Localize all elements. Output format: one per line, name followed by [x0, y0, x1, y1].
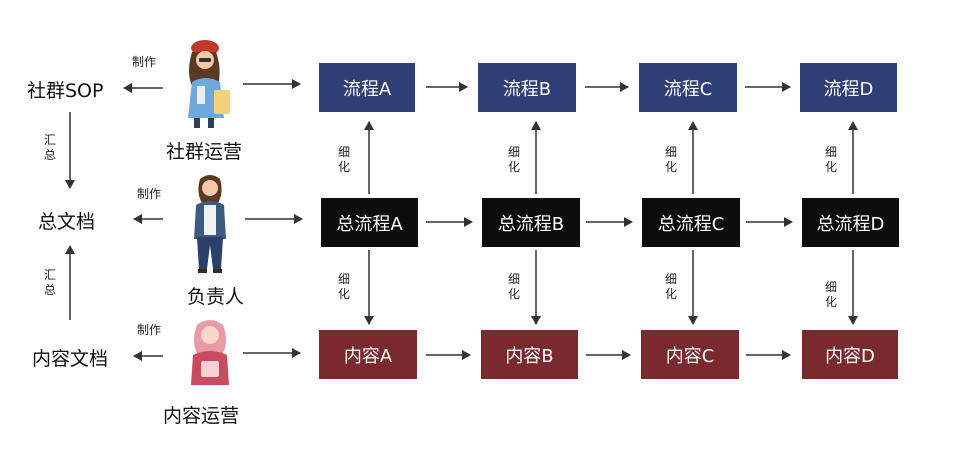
process-box-a: 流程A: [319, 63, 415, 112]
content-ops-label: 内容运营: [163, 405, 240, 427]
content-doc-label: 内容文档: [32, 348, 109, 370]
total-process-box-a: 总流程A: [321, 198, 418, 247]
refine-label-up-c: 细化: [664, 145, 677, 174]
make-label-content: 制作: [137, 323, 162, 337]
refine-label-down-a: 细化: [337, 272, 350, 301]
total-process-box-b: 总流程B: [482, 198, 580, 247]
refine-label-up-d: 细化: [824, 145, 837, 174]
total-doc-label: 总文档: [38, 211, 96, 233]
community-ops-person-icon: [188, 40, 230, 128]
summarize-label-top: 汇总: [43, 133, 56, 162]
process-box-c: 流程C: [639, 63, 737, 112]
content-box-c: 内容C: [641, 330, 739, 379]
content-box-a: 内容A: [319, 330, 417, 379]
refine-label-down-b: 细化: [507, 272, 520, 301]
community-ops-label: 社群运营: [166, 141, 243, 163]
refine-label-down-c: 细化: [664, 272, 677, 301]
community-sop-label: 社群SOP: [27, 80, 104, 102]
content-box-b: 内容B: [481, 330, 578, 379]
process-box-b: 流程B: [478, 63, 576, 112]
owner-person-icon: [194, 175, 226, 273]
total-process-box-c: 总流程C: [642, 198, 740, 247]
total-process-box-d: 总流程D: [802, 198, 899, 247]
content-box-d: 内容D: [802, 330, 898, 379]
refine-label-down-d: 细化: [824, 280, 837, 309]
make-label-sop: 制作: [132, 55, 157, 69]
make-label-total: 制作: [137, 187, 162, 201]
refine-label-up-b: 细化: [507, 145, 520, 174]
content-ops-person-icon: [191, 320, 229, 385]
process-box-d: 流程D: [800, 63, 897, 112]
refine-label-up-a: 细化: [337, 145, 350, 174]
summarize-label-bottom: 汇总: [43, 268, 56, 297]
owner-label: 负责人: [187, 286, 245, 308]
